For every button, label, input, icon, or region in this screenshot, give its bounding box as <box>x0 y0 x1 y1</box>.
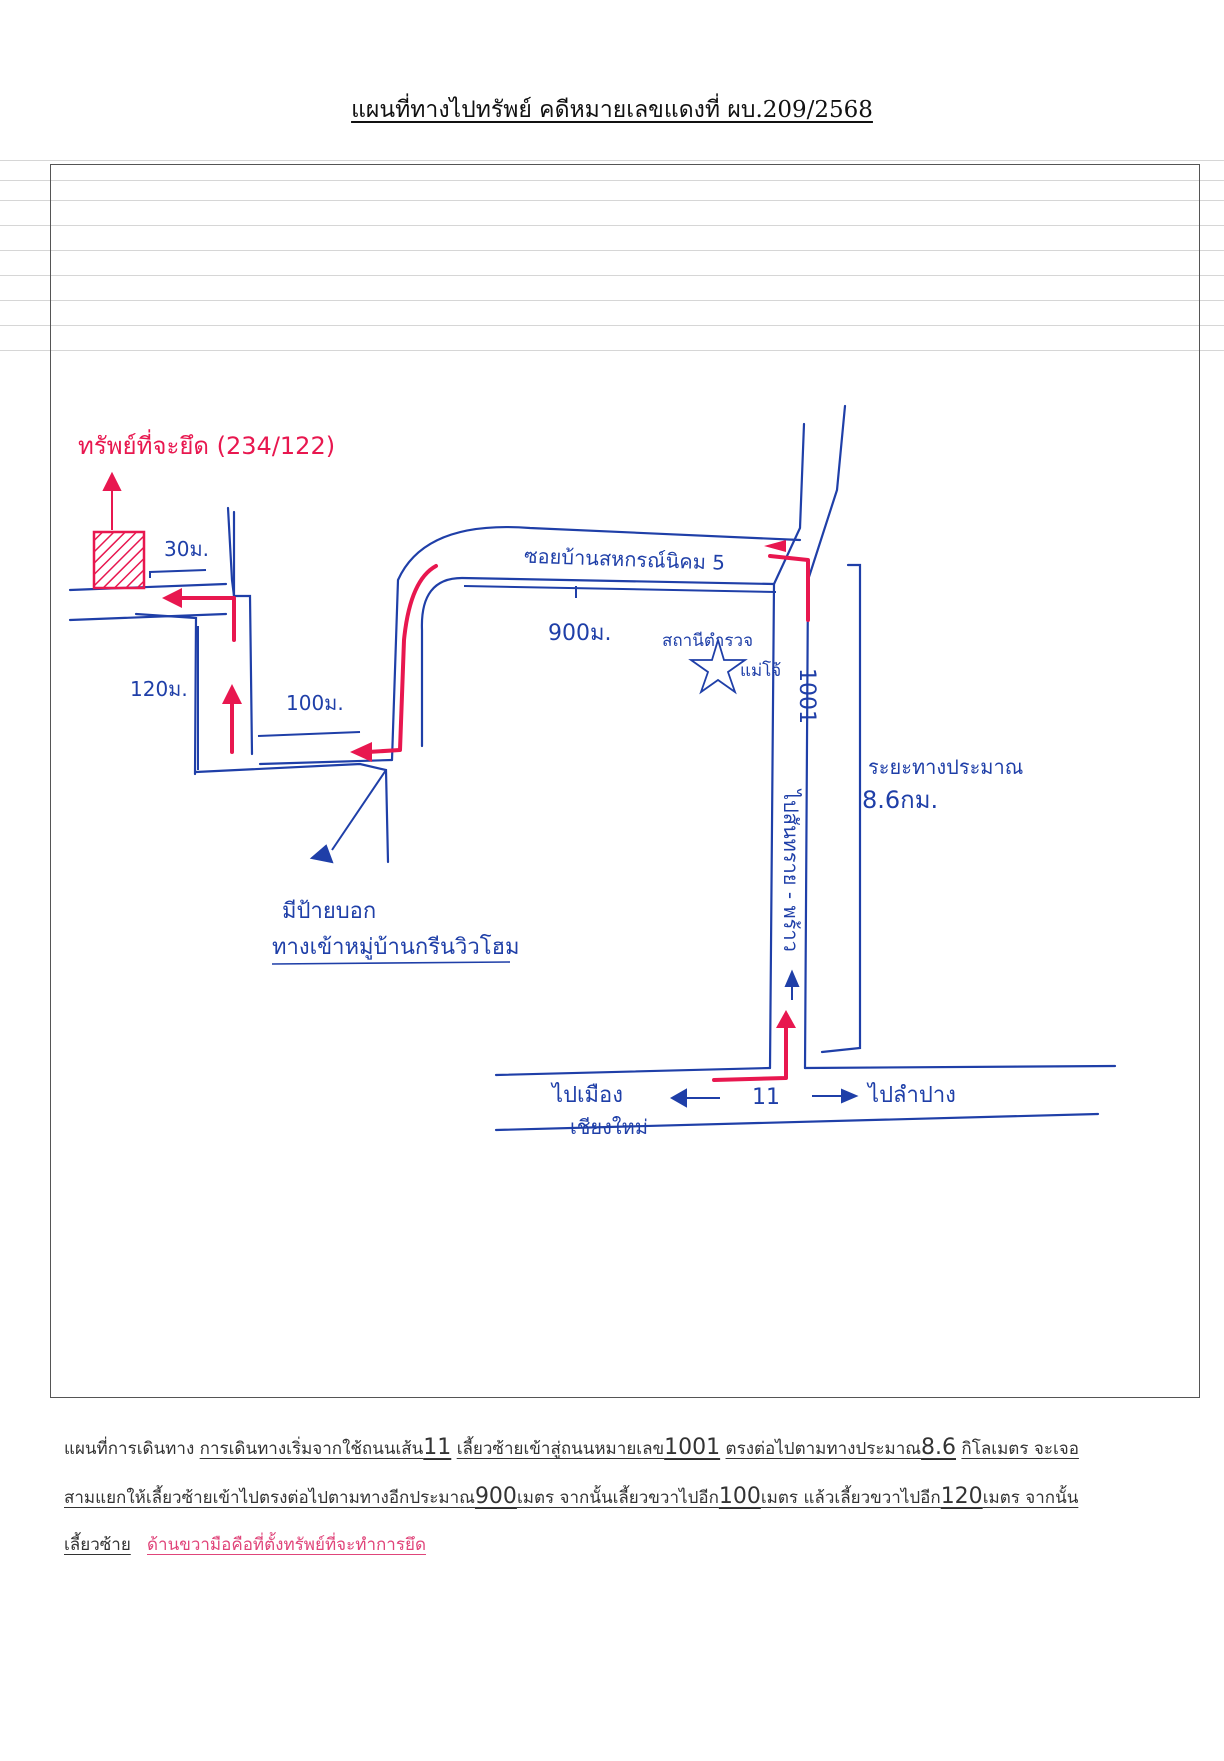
label-road-1001: 1001 <box>794 668 819 724</box>
arrowhead <box>764 540 786 552</box>
scan-line <box>0 200 1224 201</box>
route-description: แผนที่การเดินทาง การเดินทางเริ่มจากใช้ถน… <box>64 1424 1174 1569</box>
route-number: 11 <box>423 1435 452 1460</box>
road-arrows <box>309 769 859 1108</box>
label-sign-2: ทางเข้าหมู่บ้านกรีนวิวโฮม <box>272 934 520 960</box>
route-text: เมตร จากนั้นเลี้ยวขวาไปอีก <box>516 1488 719 1508</box>
branch-inner <box>194 762 390 864</box>
arrowhead <box>222 684 242 704</box>
scan-line <box>0 275 1224 276</box>
road-1001-right-edge <box>803 404 847 1070</box>
scan-line <box>0 180 1224 181</box>
label-police-1: สถานีตำรวจ <box>662 631 753 651</box>
road-11-top-edge <box>494 1066 772 1077</box>
arrowhead <box>841 1088 859 1104</box>
route-from-11 <box>712 1024 788 1082</box>
scan-line <box>0 160 1224 161</box>
route-line-3: เลี้ยวซ้าย ด้านขวามือคือที่ตั้งทรัพย์ที่… <box>64 1522 1174 1569</box>
property-pointer <box>102 471 122 530</box>
route-text: เมตร แล้วเลี้ยวขวาไปอีก <box>760 1488 941 1508</box>
branch-bottom-edge <box>134 612 198 776</box>
route-text: ตรงต่อไปตามทางประมาณ <box>725 1439 922 1459</box>
route-text: สามแยกให้เลี้ยวซ้ายเข้าไปตรงต่อไปตามทางอ… <box>64 1488 475 1508</box>
label-distance-1: ระยะทางประมาณ <box>868 755 1023 779</box>
label-to-chiangmai-2: เชียงใหม่ <box>570 1115 648 1139</box>
route-text: เลี้ยวซ้าย <box>64 1535 131 1555</box>
road-11-bottom-edge <box>494 1112 1100 1132</box>
road-11-top-edge-right <box>803 1064 1117 1070</box>
label-soi: ซอยบ้านสหกรณ์นิคม 5 <box>524 544 726 575</box>
route-line-1: แผนที่การเดินทาง การเดินทางเริ่มจากใช้ถน… <box>64 1424 1174 1473</box>
route-soi-down <box>366 564 438 754</box>
label-120m: 120ม. <box>130 677 188 701</box>
map-frame <box>50 164 1200 1398</box>
route <box>178 554 810 1082</box>
property-marker <box>92 530 146 590</box>
scan-line <box>0 350 1224 351</box>
label-sign-1: มีป้ายบอก <box>282 899 376 924</box>
route-number: 900 <box>474 1484 517 1509</box>
route-text: เมตร จากนั้น <box>982 1488 1079 1508</box>
arrowhead <box>669 1088 687 1108</box>
route-number: 100 <box>718 1484 761 1509</box>
route-number: 8.6 <box>921 1435 957 1460</box>
route-text: การเดินทางเริ่มจากใช้ถนนเส้น <box>199 1439 424 1459</box>
route-number: 1001 <box>664 1435 721 1460</box>
arrowhead <box>162 588 182 608</box>
label-distance-2: 8.6กม. <box>862 786 938 814</box>
roads <box>68 404 1117 1132</box>
police-star-icon <box>688 636 748 695</box>
arrowhead <box>784 969 800 987</box>
route-text: กิโลเมตร จะเจอ <box>961 1439 1079 1459</box>
route-turn-soi <box>768 554 810 622</box>
soi-top-edge <box>390 526 802 762</box>
road-1001-left-edge <box>768 422 806 1070</box>
route-heading: แผนที่การเดินทาง <box>64 1439 195 1459</box>
sign-pointer <box>331 769 387 851</box>
soi-bottom-edge <box>420 576 776 748</box>
label-30m: 30ม. <box>164 537 209 561</box>
distance-ticks <box>149 569 777 770</box>
tick-30m <box>149 569 207 578</box>
tick-100m <box>257 731 361 737</box>
arrowhead <box>776 1010 796 1028</box>
arrowhead <box>309 844 334 864</box>
map-labels: 30ม. 120ม. 100ม. 900ม. ซอยบ้านสหกรณ์นิคม… <box>130 537 1023 1139</box>
label-to-chiangmai-1: ไปเมือง <box>550 1082 623 1108</box>
branch-left-edge <box>258 758 394 766</box>
label-road-11: 11 <box>752 1085 780 1110</box>
page-title: แผนที่ทางไปทรัพย์ คดีหมายเลขแดงที่ ผบ.20… <box>351 97 873 123</box>
scan-line <box>0 250 1224 251</box>
label-900m: 900ม. <box>548 621 612 646</box>
scan-line <box>0 325 1224 326</box>
sign-underline <box>271 961 511 965</box>
label-road-1001-name: ไปสันทราย - พร้าว <box>779 788 803 952</box>
distance-bracket <box>820 563 862 1054</box>
lane-bottom <box>68 612 228 622</box>
tick-900m <box>463 585 777 593</box>
label-100m: 100ม. <box>286 691 344 715</box>
scan-line <box>0 300 1224 301</box>
arrowhead <box>350 742 372 762</box>
scan-line <box>0 225 1224 226</box>
property-label: ทรัพย์ที่จะยึด (234/122) <box>78 429 335 460</box>
route-number: 120 <box>940 1484 983 1509</box>
route-lane <box>178 596 236 642</box>
label-police-2: แม่โจ้ <box>740 660 781 681</box>
route-line-2: สามแยกให้เลี้ยวซ้ายเข้าไปตรงต่อไปตามทางอ… <box>64 1473 1174 1522</box>
route-arrowheads <box>162 540 796 1028</box>
label-to-lampang: ไปลำปาง <box>866 1082 956 1108</box>
route-property-note: ด้านขวามือคือที่ตั้งทรัพย์ที่จะทำการยึด <box>147 1535 426 1555</box>
route-text: เลี้ยวซ้ายเข้าสู่ถนนหมายเลข <box>456 1439 665 1459</box>
